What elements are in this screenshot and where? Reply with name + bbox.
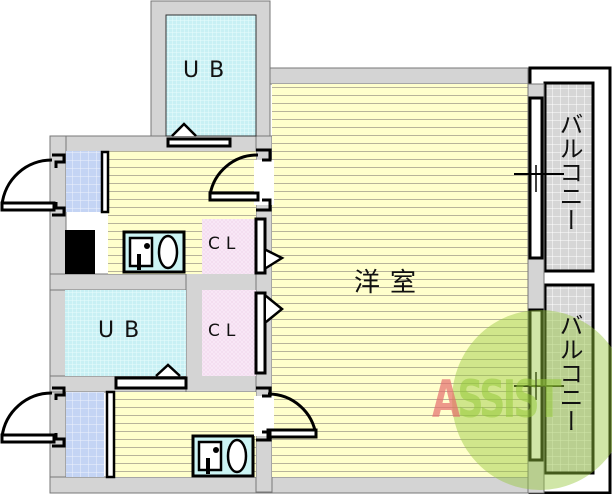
sliding-window-lower[interactable]: [514, 308, 564, 462]
room-label-ub-middle: UB: [98, 318, 150, 343]
bath-door-top: [166, 137, 232, 148]
watermark-circle: [452, 310, 612, 490]
room-label-balcony-top: バルコニー: [555, 112, 583, 232]
assist-watermark: ASSIST: [432, 370, 562, 430]
unit-bath-middle: [65, 290, 186, 376]
entrance-door-upper[interactable]: [0, 153, 66, 217]
room-label-balcony-bottom: バルコニー: [555, 313, 583, 433]
western-room-floor: [272, 84, 528, 477]
shoe-box: [65, 230, 95, 274]
room-label-cl-lower: CL: [208, 321, 242, 341]
room-label-western: 洋室: [354, 268, 427, 298]
balcony-top-area: [543, 81, 595, 273]
kitchen-sink-upper: [122, 230, 186, 274]
entrance-door-lower[interactable]: [0, 386, 66, 448]
room-label-ub-top: UB: [183, 58, 235, 83]
entry-tile-upper: [66, 151, 102, 212]
unit-bath-top: [165, 14, 257, 137]
room-door-upper[interactable]: [208, 148, 272, 212]
sliding-window-upper[interactable]: [514, 96, 564, 260]
room-label-cl-upper: CL: [208, 234, 242, 254]
entry-tile-lower: [66, 392, 104, 477]
room-door-lower[interactable]: [256, 386, 318, 442]
closet-lower: [202, 290, 256, 376]
closet-upper: [202, 219, 256, 274]
balcony-bottom-area: [543, 283, 595, 475]
kitchen-sink-lower: [191, 434, 255, 478]
